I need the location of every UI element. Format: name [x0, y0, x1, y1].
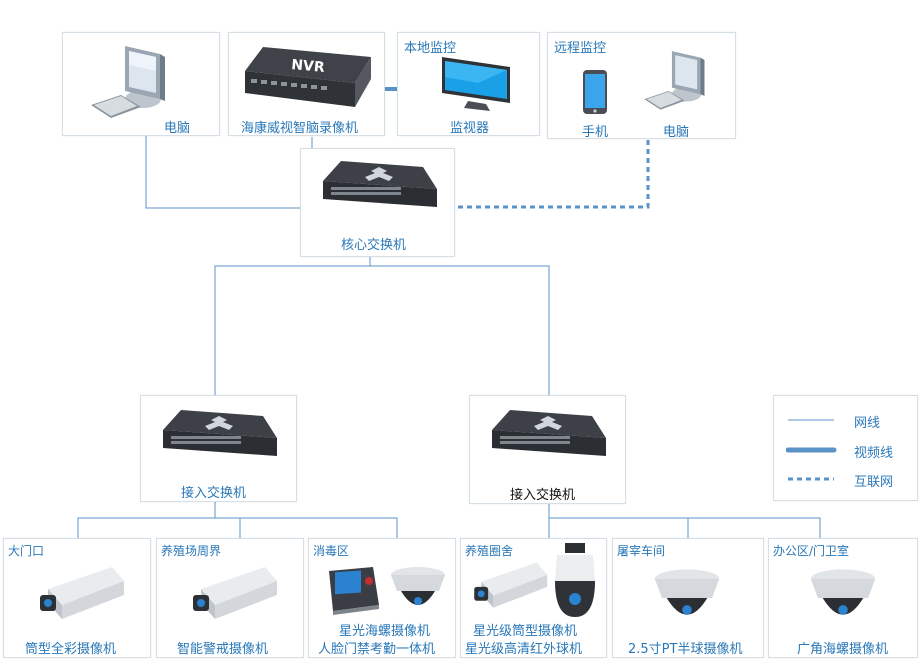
bullet-camera-icon [40, 567, 124, 619]
wire-internet [455, 140, 650, 209]
nvr-badge: NVR [291, 57, 326, 76]
camera-zone-disinfect: 消毒区 [313, 544, 350, 558]
phone-label: 手机 [582, 125, 609, 140]
camera-zone-perimeter: 养殖场周界 [161, 544, 222, 558]
camera-box-pen: 养殖圈舍 星光级筒型摄像机 星光级高清红外球机 [460, 538, 607, 658]
camera-label-pen-1: 星光级筒型摄像机 [473, 624, 578, 639]
bullet-camera-icon [193, 567, 277, 619]
wire-pc-core [145, 135, 300, 209]
legend-label-video: 视频线 [854, 446, 894, 461]
bullet-camera-icon [474, 562, 548, 608]
remote-pc-label: 电脑 [663, 125, 690, 140]
ptz-speed-dome-icon [555, 543, 595, 617]
wire-core-access [214, 265, 550, 395]
access-switch-1-icon [163, 410, 277, 456]
nvr-label: 海康威视智脑录像机 [241, 121, 359, 136]
access-switch-2-label: 接入交换机 [510, 488, 576, 503]
access-switch-1-label: 接入交换机 [181, 486, 247, 501]
access-switch-1-box: 接入交换机 [140, 395, 297, 502]
local-monitor-box: 本地监控 监视器 [397, 32, 540, 136]
pc-label: 电脑 [164, 121, 191, 136]
core-switch-box: 核心交换机 [300, 148, 455, 257]
camera-label-pen-2: 星光级高清红外球机 [465, 642, 583, 657]
dome-camera-icon [810, 569, 876, 615]
dome-camera-icon [654, 569, 720, 615]
dome-camera-icon [391, 567, 445, 605]
access-switch-2-box: 接入交换机 [469, 395, 626, 504]
camera-label-disinfect-2: 人脸门禁考勤一体机 [318, 642, 436, 657]
legend-swatches [786, 419, 837, 481]
camera-zone-gate: 大门口 [8, 544, 45, 558]
camera-label-disinfect-1: 星光海螺摄像机 [339, 624, 431, 639]
core-switch-icon [323, 161, 437, 207]
monitor-label: 监视器 [450, 121, 490, 136]
camera-zone-office: 办公区/门卫室 [773, 544, 850, 558]
face-terminal-icon [329, 567, 379, 615]
camera-label-slaughter: 2.5寸PT半球摄像机 [628, 642, 743, 657]
remote-zone-label: 远程监控 [554, 41, 607, 56]
camera-box-office: 办公区/门卫室 广角海螺摄像机 [768, 538, 918, 658]
remote-monitor-box: 远程监控 手机 电脑 [547, 32, 736, 140]
nvr-box: NVR 海康威视智脑录像机 [228, 32, 385, 136]
wire-access2-bus [548, 517, 821, 538]
access-switch-2-icon [492, 410, 606, 456]
legend-box: 网线 视频线 互联网 [773, 395, 918, 501]
computer-icon [91, 46, 165, 118]
pc-box: 电脑 [62, 32, 220, 136]
phone-icon [583, 70, 607, 114]
camera-zone-pen: 养殖圈舍 [465, 544, 514, 558]
remote-computer-icon [644, 51, 705, 110]
local-zone-label: 本地监控 [404, 41, 457, 56]
nvr-recorder-icon: NVR [245, 47, 371, 107]
camera-label-gate: 筒型全彩摄像机 [25, 642, 117, 657]
camera-label-perimeter: 智能警戒摄像机 [177, 642, 269, 657]
camera-box-slaughter: 屠宰车间 2.5寸PT半球摄像机 [612, 538, 764, 658]
camera-box-disinfect: 消毒区 星光海螺摄像机 人脸门禁考勤一体机 [308, 538, 456, 658]
monitor-icon [442, 57, 510, 111]
camera-box-gate: 大门口 筒型全彩摄像机 [3, 538, 151, 658]
core-switch-label: 核心交换机 [341, 238, 407, 253]
camera-box-perimeter: 养殖场周界 智能警戒摄像机 [156, 538, 304, 658]
legend-label-cable: 网线 [854, 416, 881, 431]
camera-zone-slaughter: 屠宰车间 [617, 544, 666, 558]
camera-label-office: 广角海螺摄像机 [797, 642, 889, 657]
wire-access1-bus [77, 517, 398, 538]
legend-label-internet: 互联网 [854, 475, 894, 490]
